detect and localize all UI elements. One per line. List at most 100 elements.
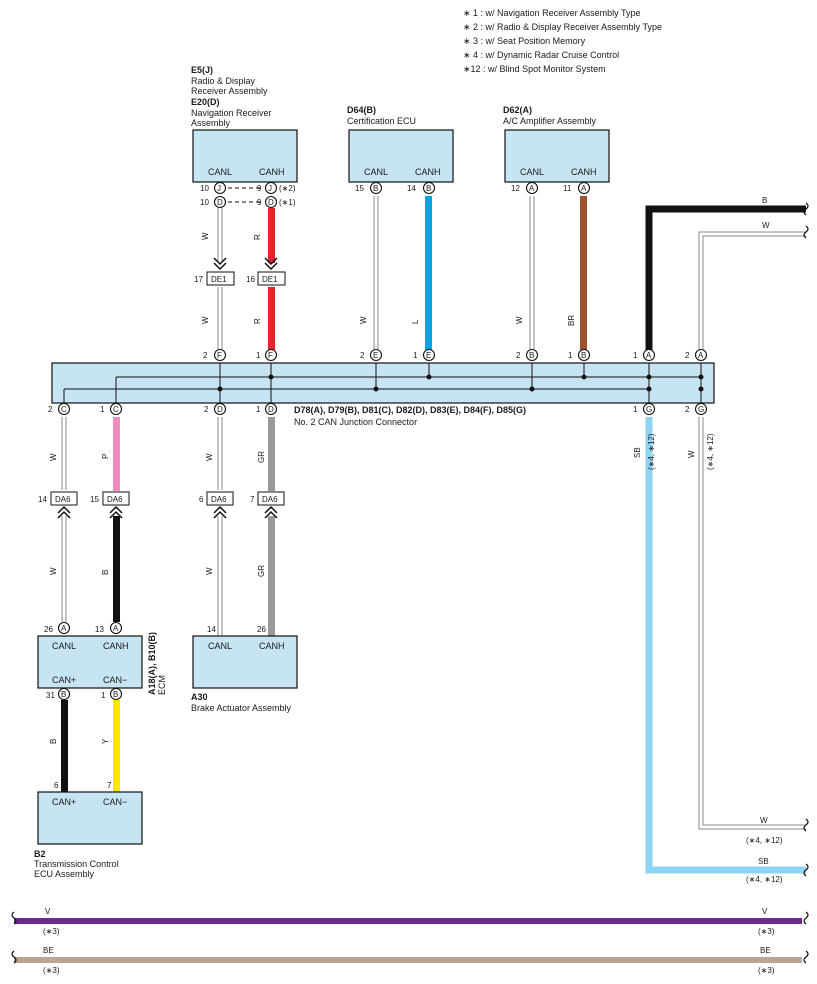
notes: ∗ 1 : w/ Navigation Receiver Assembly Ty… — [463, 8, 662, 74]
lbl-sb-rb: SB — [758, 857, 769, 866]
svg-text:A: A — [581, 184, 587, 193]
lbl-w-rb: W — [760, 816, 768, 825]
d62-ac-amplifier: D62(A) A/C Amplifier Assembly CANL CANH … — [503, 105, 610, 195]
wire-e5-canl — [217, 208, 223, 350]
wire-d1-gray-b — [268, 516, 275, 636]
note-4: ∗ 4 : w/ Dynamic Radar Cruise Control — [463, 50, 619, 60]
lbl-p: P — [101, 454, 110, 459]
lbl-r2: R — [253, 318, 262, 324]
lbl-be-left: BE — [43, 946, 54, 955]
svg-text:CANH: CANH — [571, 167, 597, 177]
lbl-be-right: BE — [760, 946, 771, 955]
svg-text:CANH: CANH — [103, 641, 129, 651]
wire-g1-sb — [645, 417, 806, 874]
svg-text:13: 13 — [95, 625, 104, 634]
lbl-gr1: GR — [257, 451, 266, 463]
svg-text:Transmission Control: Transmission Control — [34, 859, 119, 869]
svg-text:A: A — [61, 624, 67, 633]
svg-text:9: 9 — [257, 184, 262, 193]
svg-text:D: D — [268, 198, 274, 207]
lbl-cond-sb-rb: (∗4, ∗12) — [746, 875, 783, 884]
svg-text:2: 2 — [204, 405, 209, 414]
lbl-gr2: GR — [257, 565, 266, 577]
a30-brake-actuator: 14 26 CANL CANH A30 Brake Actuator Assem… — [191, 625, 298, 713]
ecm: 26 A 13 A CANL CANH CAN+ CAN− 31 B 1 B A… — [37, 621, 167, 701]
junction-connector: 2 F 1 F 2 E 1 E 2 B 1 B 1 A 2 A 2 C 1 C … — [48, 348, 715, 427]
svg-text:14: 14 — [207, 625, 216, 634]
note-3: ∗ 3 : w/ Seat Position Memory — [463, 36, 586, 46]
svg-text:Brake Actuator Assembly: Brake Actuator Assembly — [191, 703, 292, 713]
lbl-be-cond-left: (∗3) — [43, 966, 60, 975]
svg-text:F: F — [268, 351, 273, 360]
svg-text:DA6: DA6 — [55, 495, 71, 504]
lbl-w9: W — [205, 567, 214, 575]
svg-text:1: 1 — [633, 351, 638, 360]
lbl-y: Y — [101, 738, 110, 744]
svg-text:CANH: CANH — [259, 167, 285, 177]
svg-text:E: E — [373, 351, 378, 360]
svg-text:G: G — [646, 405, 652, 414]
e20-code: E20(D) — [191, 97, 220, 107]
wire-labels: W R W R W L W BR B W W P W GR SB (∗4, ∗1… — [43, 196, 783, 975]
svg-text:6: 6 — [199, 495, 204, 504]
svg-text:(∗1): (∗1) — [279, 198, 296, 207]
svg-text:(∗2): (∗2) — [279, 184, 296, 193]
lbl-l: L — [411, 319, 420, 324]
lbl-cond-w-rb: (∗4, ∗12) — [746, 836, 783, 845]
de1-connectors — [213, 257, 278, 271]
svg-text:11: 11 — [563, 184, 572, 193]
lbl-w5: W — [49, 453, 58, 461]
svg-text:2: 2 — [685, 351, 690, 360]
svg-text:1: 1 — [256, 351, 261, 360]
lbl-w-right: W — [762, 221, 770, 230]
svg-text:CAN−: CAN− — [103, 675, 127, 685]
svg-text:15: 15 — [90, 495, 99, 504]
wire-be — [14, 957, 802, 963]
svg-text:1: 1 — [101, 691, 106, 700]
wire-d2-w — [217, 417, 223, 636]
lbl-w2: W — [201, 316, 210, 324]
wire-v — [14, 918, 802, 924]
svg-text:D62(A): D62(A) — [503, 105, 532, 115]
svg-text:Radio & Display: Radio & Display — [191, 76, 256, 86]
svg-text:1: 1 — [568, 351, 573, 360]
note-1: ∗ 1 : w/ Navigation Receiver Assembly Ty… — [463, 8, 640, 18]
svg-text:B: B — [581, 351, 586, 360]
svg-text:9: 9 — [257, 198, 262, 207]
lbl-w8: W — [49, 567, 58, 575]
da6-box-7 — [257, 491, 285, 506]
svg-text:2: 2 — [516, 351, 521, 360]
break-marks — [11, 202, 809, 964]
svg-text:7: 7 — [250, 495, 255, 504]
d64-certification-ecu: D64(B) Certification ECU CANL CANH 15 B … — [347, 105, 454, 195]
svg-text:B2: B2 — [34, 849, 46, 859]
svg-text:D: D — [217, 405, 223, 414]
lbl-br: BR — [567, 315, 576, 326]
lbl-w1: W — [201, 232, 210, 240]
lbl-v-left: V — [45, 907, 51, 916]
svg-text:26: 26 — [44, 625, 53, 634]
svg-text:C: C — [61, 405, 67, 414]
svg-text:CAN+: CAN+ — [52, 797, 76, 807]
svg-text:CANL: CANL — [520, 167, 544, 177]
svg-text:DE1: DE1 — [211, 275, 227, 284]
svg-text:Navigation Receiver: Navigation Receiver — [191, 108, 272, 118]
lbl-cond-sb: (∗4, ∗12) — [647, 433, 656, 470]
wire-d64-canl — [373, 196, 379, 350]
svg-text:C: C — [113, 405, 119, 414]
wire-ecm-canp-black — [61, 700, 68, 792]
svg-text:DA6: DA6 — [107, 495, 123, 504]
svg-text:6: 6 — [54, 781, 59, 790]
svg-text:17: 17 — [194, 275, 203, 284]
ecm-name: ECM — [157, 675, 167, 695]
svg-text:CAN+: CAN+ — [52, 675, 76, 685]
svg-text:2: 2 — [360, 351, 365, 360]
da6-connectors — [57, 505, 278, 519]
svg-text:A: A — [113, 624, 119, 633]
lbl-v-cond-left: (∗3) — [43, 927, 60, 936]
e5-receiver: E5(J) Radio & Display Receiver Assembly … — [191, 65, 298, 209]
lbl-b1: B — [101, 570, 110, 575]
wire-g2-w — [698, 417, 806, 830]
da6-box-6 — [206, 491, 234, 506]
svg-text:A: A — [698, 351, 704, 360]
